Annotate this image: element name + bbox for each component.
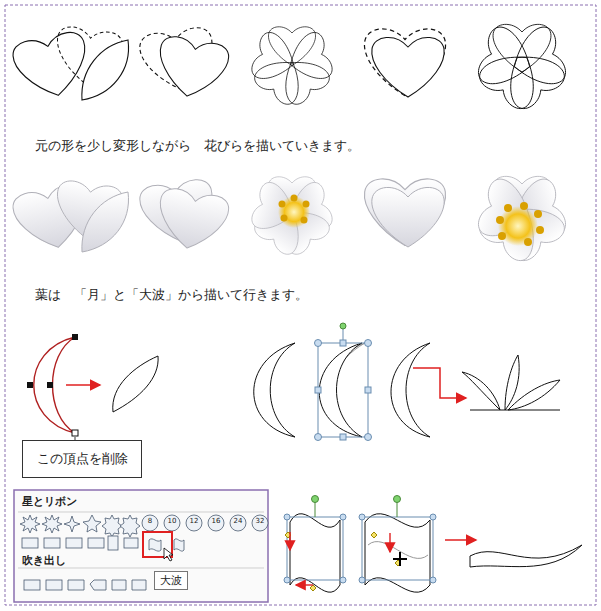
- instruction-text: 元の形を少し変形しながら 花びらを描いていきます。: [35, 138, 360, 154]
- shape-number: 12: [186, 517, 202, 525]
- tooltip-box: 大波: [154, 571, 188, 590]
- instruction-text: 葉は 「月」と「大波」から描いて行きます。: [35, 287, 308, 303]
- menu-heading: 吹き出し: [22, 554, 66, 567]
- callout-box: この頂点を削除: [22, 440, 142, 478]
- shape-number: 10: [164, 517, 180, 525]
- shape-number: 16: [208, 517, 224, 525]
- menu-heading: 星とリボン: [22, 495, 77, 508]
- tooltip-text: 大波: [160, 573, 182, 588]
- shape-number: 24: [230, 517, 246, 525]
- callout-text: この頂点を削除: [37, 450, 128, 468]
- shape-number: 32: [252, 517, 268, 525]
- shape-number: 8: [142, 517, 158, 525]
